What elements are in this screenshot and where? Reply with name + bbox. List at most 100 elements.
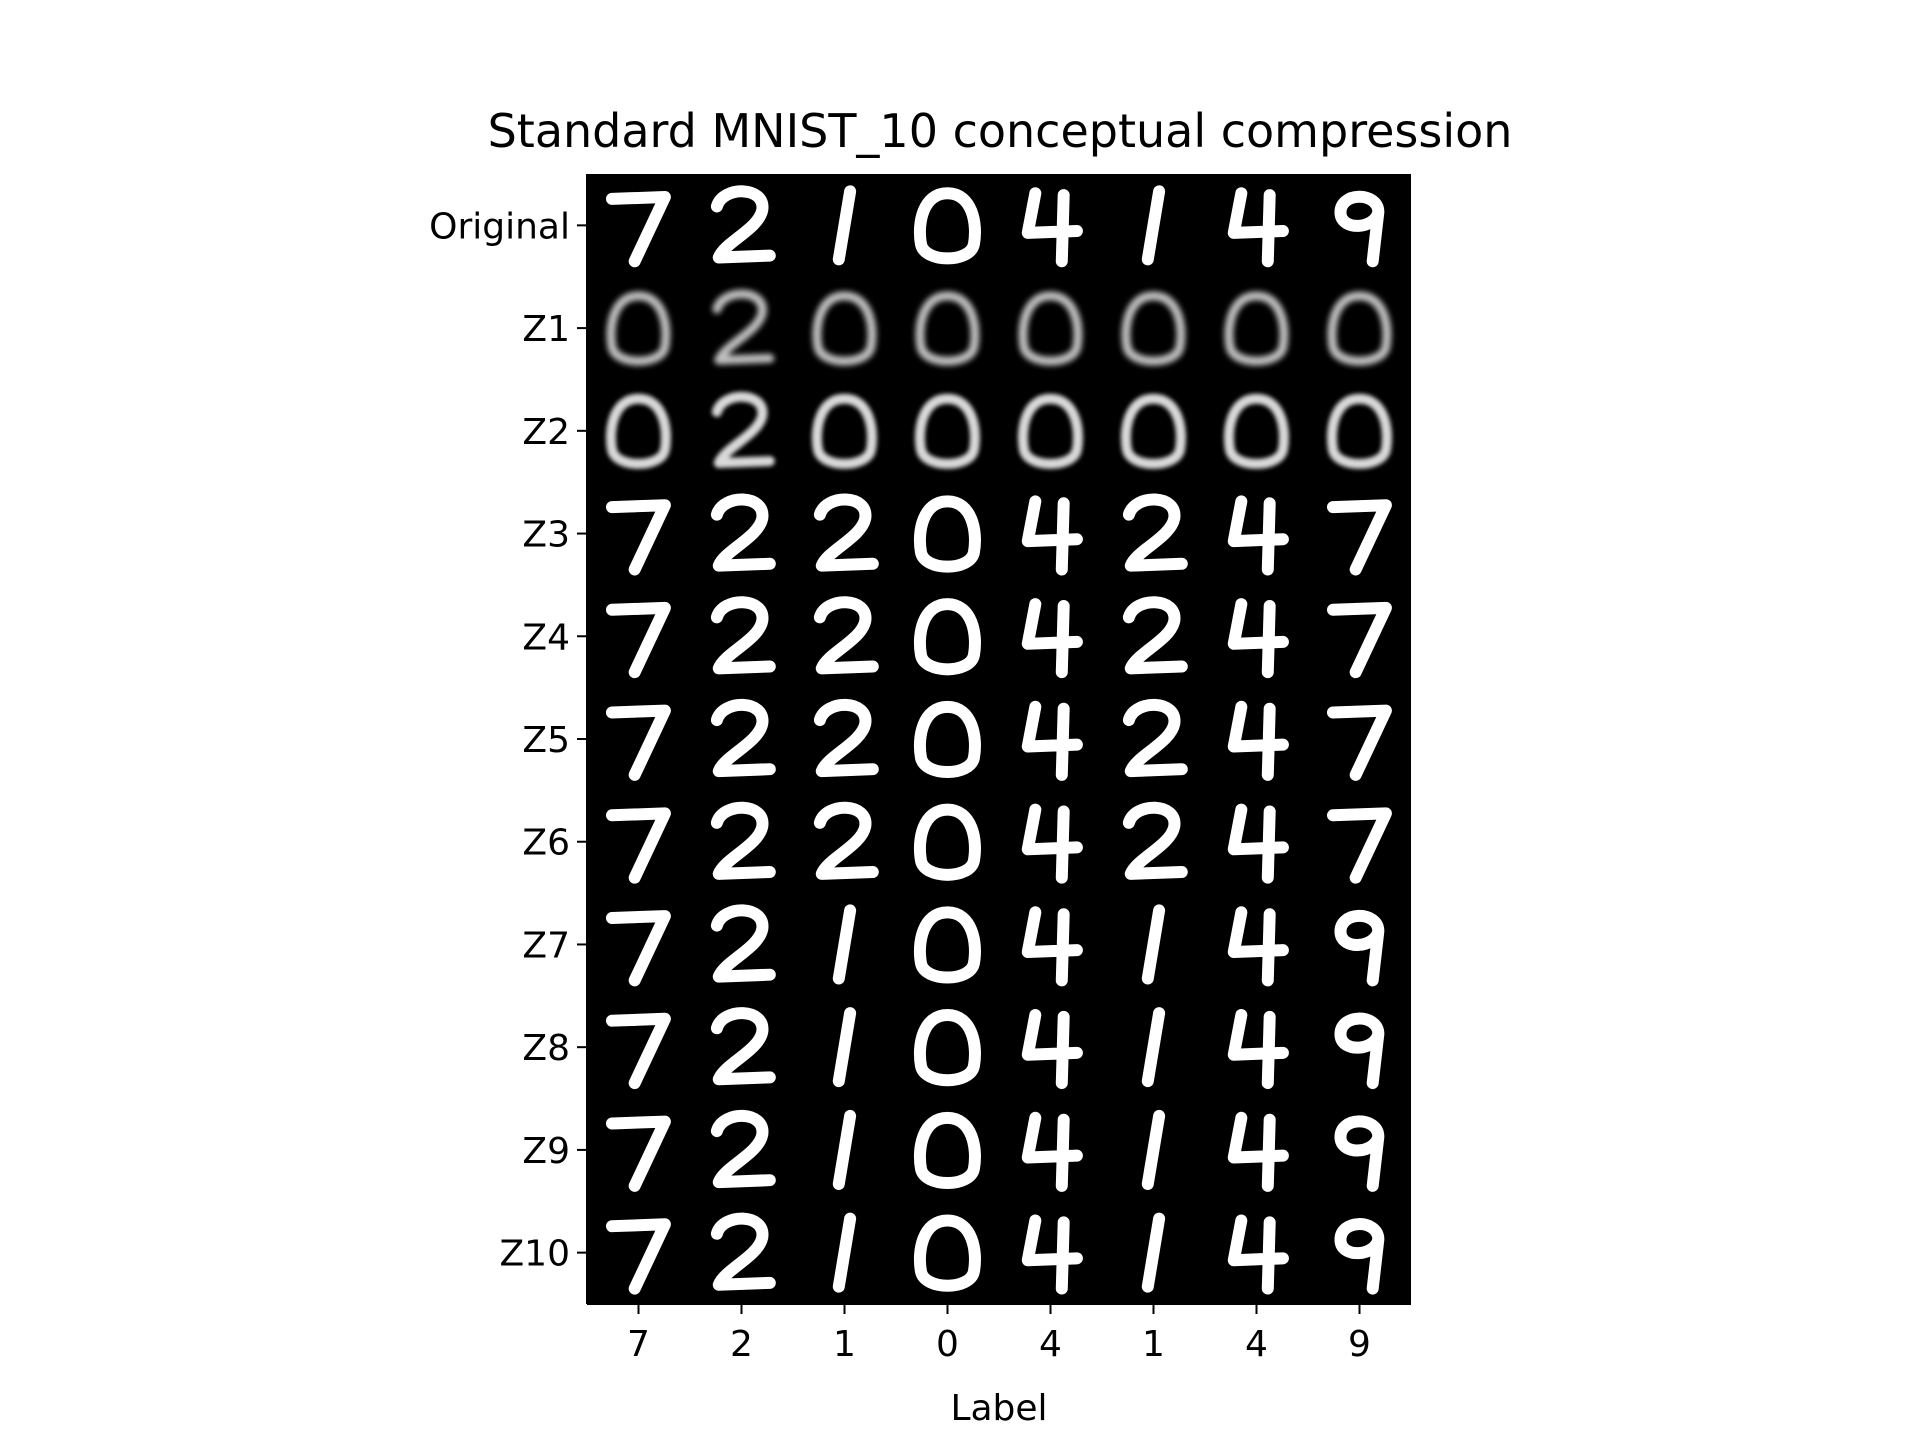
digit-glyph — [712, 289, 775, 365]
cell-r6-c3 — [913, 803, 981, 881]
cell-r9-c4 — [1021, 1111, 1083, 1192]
digit-glyph — [913, 187, 981, 265]
cell-r9-c3 — [913, 1111, 981, 1190]
cell-r8-c6 — [1227, 1009, 1289, 1090]
cell-r2-c4 — [1017, 393, 1083, 469]
cell-r10-c6 — [1227, 1214, 1289, 1295]
digit-glyph — [1141, 1007, 1166, 1088]
digit-glyph — [605, 190, 671, 268]
cell-r8-c1 — [710, 1007, 776, 1086]
cell-r7-c6 — [1227, 906, 1289, 987]
y-tick-label: Z4 — [522, 617, 570, 658]
y-tick-label: Z3 — [522, 515, 570, 556]
cell-r4-c6 — [1227, 598, 1289, 679]
cell-r7-c7 — [1334, 909, 1385, 987]
cell-r2-c2 — [811, 393, 877, 469]
cell-r8-c7 — [1334, 1012, 1385, 1090]
x-tick-label: 0 — [936, 1324, 959, 1365]
digit-glyph — [1021, 700, 1083, 781]
digit-glyph — [710, 185, 776, 264]
digit-glyph — [1326, 601, 1392, 679]
y-tick-label: Z8 — [522, 1028, 570, 1069]
cell-r3-c5 — [1122, 493, 1188, 572]
digit-glyph — [1021, 495, 1083, 576]
cell-r1-c3 — [915, 291, 980, 366]
digit-glyph — [1227, 803, 1289, 884]
cell-r5-c1 — [710, 698, 776, 778]
cell-r5-c6 — [1227, 700, 1289, 781]
digit-glyph — [1018, 291, 1083, 366]
digit-glyph — [813, 493, 879, 572]
cell-r5-c5 — [1122, 698, 1188, 778]
digit-glyph — [1224, 291, 1289, 366]
digit-glyph — [1021, 1009, 1083, 1090]
digit-glyph — [605, 704, 671, 781]
cell-r3-c6 — [1227, 495, 1289, 576]
digit-glyph — [913, 1214, 981, 1292]
digit-glyph — [1021, 1111, 1083, 1192]
digit-glyph — [1326, 393, 1392, 469]
cell-r0-c5 — [1141, 185, 1166, 266]
digit-glyph — [605, 1218, 671, 1295]
cell-r3-c3 — [913, 495, 981, 573]
cell-r0-c7 — [1334, 190, 1385, 268]
digit-glyph — [913, 495, 981, 573]
digit-glyph — [710, 1007, 776, 1086]
x-tick-label: 4 — [1039, 1324, 1062, 1365]
cell-r0-c3 — [913, 187, 981, 265]
cell-r5-c0 — [605, 704, 671, 781]
digit-glyph — [1326, 704, 1392, 781]
digit-glyph — [1021, 1214, 1083, 1295]
digit-glyph — [1141, 904, 1166, 985]
cell-r7-c1 — [710, 904, 776, 983]
digit-glyph — [1227, 187, 1289, 268]
digit-glyph — [710, 801, 776, 880]
digit-glyph — [913, 598, 981, 676]
cell-r1-c6 — [1224, 291, 1289, 366]
y-tick-label: Z7 — [522, 925, 570, 966]
x-tick-label: 9 — [1348, 1324, 1371, 1365]
x-tick-label: 4 — [1245, 1324, 1268, 1365]
x-tick-label: 1 — [833, 1324, 856, 1365]
cell-r0-c1 — [710, 185, 776, 264]
cell-r0-c0 — [605, 190, 671, 268]
digit-glyph — [1122, 801, 1188, 880]
cell-r4-c4 — [1021, 598, 1083, 679]
cell-r5-c4 — [1021, 700, 1083, 781]
cell-r6-c0 — [605, 807, 671, 884]
digit-glyph — [913, 1009, 981, 1087]
digit-glyph — [606, 291, 671, 366]
cell-r4-c0 — [605, 601, 671, 679]
y-tick-label: Z5 — [522, 720, 570, 761]
cell-r4-c2 — [813, 596, 879, 675]
digit-glyph — [1021, 598, 1083, 679]
digit-glyph — [914, 393, 980, 469]
digit-glyph — [1021, 187, 1083, 268]
cell-r8-c5 — [1141, 1007, 1166, 1088]
cell-r2-c3 — [914, 393, 980, 469]
digit-glyph — [1327, 291, 1392, 366]
digit-glyph — [1227, 1009, 1289, 1090]
digit-glyph — [710, 1212, 776, 1291]
digit-glyph — [1227, 1111, 1289, 1192]
cell-r9-c6 — [1227, 1111, 1289, 1192]
cell-r2-c6 — [1223, 393, 1289, 469]
cell-r7-c2 — [832, 904, 857, 985]
x-tick-label: 1 — [1142, 1324, 1165, 1365]
cell-r7-c4 — [1021, 906, 1083, 987]
cell-r7-c3 — [913, 906, 981, 984]
cell-r1-c1 — [712, 289, 775, 365]
cell-r4-c7 — [1326, 601, 1392, 679]
cell-r5-c3 — [913, 700, 981, 779]
digit-glyph — [1227, 906, 1289, 987]
cell-r9-c1 — [710, 1109, 776, 1189]
x-tick-label: 2 — [730, 1324, 753, 1365]
digit-glyph — [812, 291, 877, 366]
digit-glyph — [1334, 1218, 1385, 1295]
cell-r2-c1 — [711, 391, 775, 468]
cell-r3-c1 — [710, 493, 776, 572]
y-tick-label: Z2 — [522, 412, 570, 453]
cell-r6-c4 — [1021, 803, 1083, 884]
cell-r6-c6 — [1227, 803, 1289, 884]
cell-r2-c0 — [605, 393, 671, 469]
